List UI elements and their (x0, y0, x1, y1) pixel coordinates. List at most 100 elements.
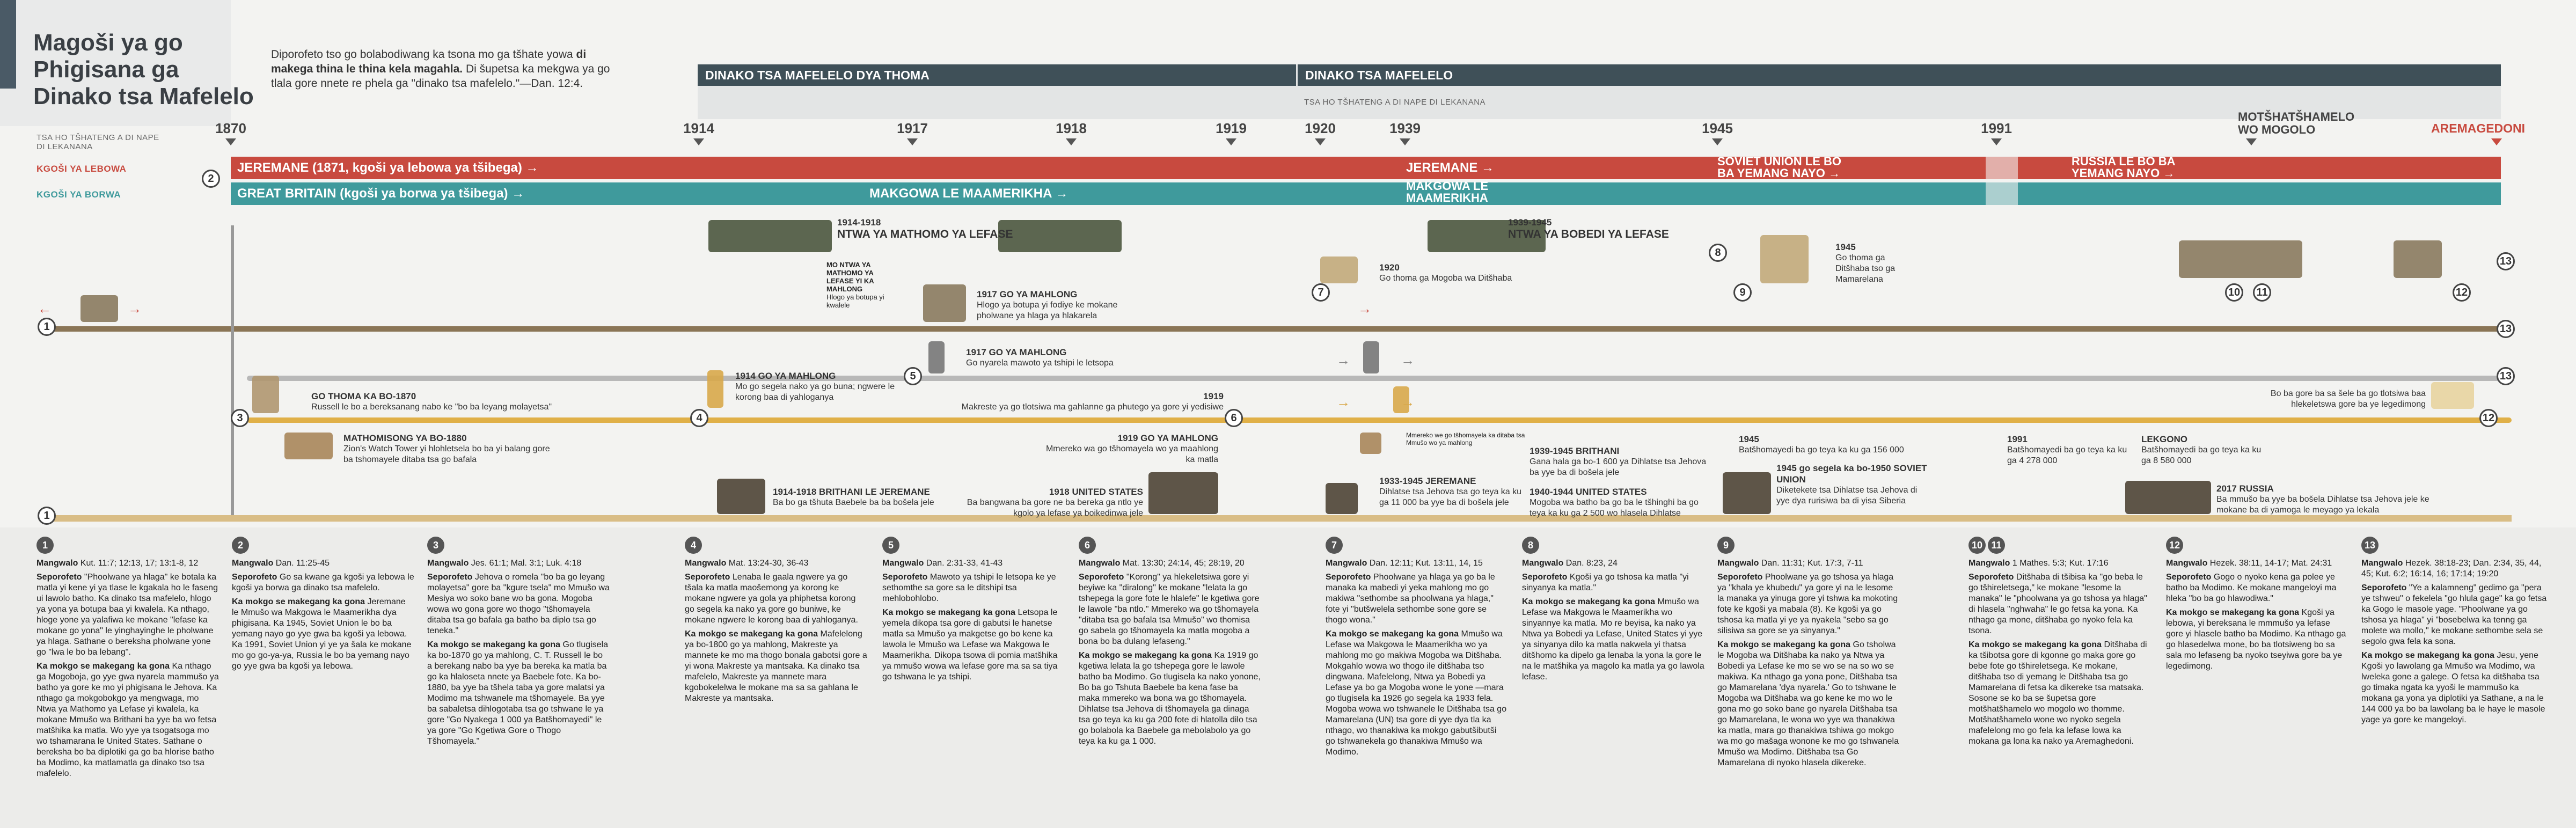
great-tribulation-label: MOTŠHATŠHAMELO WO MOGOLO (2238, 110, 2355, 136)
year-1919: 1919 (1216, 120, 1247, 136)
period-early-end-times: DINAKO TSA MAFELELO DYA THOMA (698, 64, 1296, 86)
arrow-right-icon: → (1336, 394, 1350, 410)
feet-illustration (928, 341, 945, 373)
arrow-right-icon: → (1401, 394, 1415, 410)
marker-12: 12 (2453, 283, 2471, 302)
title-accent-bar (0, 0, 16, 89)
marker-10: 10 (2225, 283, 2243, 302)
king-north-band (231, 157, 2501, 179)
col-number: 3 (427, 537, 444, 554)
prison-illustration (717, 479, 765, 514)
column-2: 2 Mangwalo Dan. 11:25-45 Seporofeto Go s… (232, 537, 414, 675)
year-1939: 1939 (1389, 120, 1421, 136)
year-tick (1991, 138, 2002, 145)
band-red-segment: RUSSIA LE BO BA YEMANG NAYO → (2072, 155, 2175, 180)
note-kingdom-preaching: Mmereko we go tšhomayela ka ditaba tsa M… (1406, 431, 1525, 446)
col-number: 9 (1717, 537, 1735, 554)
timeline-track-base (43, 515, 2512, 522)
timeline-track-beast (43, 326, 2512, 332)
intro-text: Diporofeto tso go bolabodiwang ka tsona … (271, 48, 610, 90)
armageddon-label: AREMAGEDONI (2431, 121, 2526, 135)
band-red-segment: SOVIET UNION LE BO BA YEMANG NAYO → (1717, 155, 1842, 180)
crowd-illustration (2179, 240, 2302, 278)
note-publishers-1945: 1945 Batšhomayedi ba go teya ka ku ga 15… (1739, 434, 1904, 455)
note-germany-1933: 1933-1945 JEREMANE Dihlatse tsa Jehova t… (1379, 476, 1522, 507)
wheat-illustration (707, 370, 723, 408)
marker-2: 2 (202, 170, 220, 188)
magazine-illustration (284, 433, 333, 459)
arrow-right-icon: → (128, 301, 142, 317)
note-wheat-weeds: 1914 GO YA MAHLONG Mo go segela nako ya … (735, 371, 895, 402)
column-6: 6 Mangwalo Mat. 13:30; 24:14, 45; 28:19,… (1079, 537, 1261, 750)
page-title: Magoši ya go Phigisana ga Dinako tsa Maf… (33, 30, 254, 109)
war-illustration (1428, 220, 1546, 252)
note-russia-2017: 2017 RUSSIA Ba mmušo ba yye ba bošela Di… (2216, 483, 2429, 515)
year-tick (1066, 138, 1077, 145)
column-8: 8 Mangwalo Dan. 8:23, 24 Seporofeto Kgoš… (1522, 537, 1704, 686)
war-illustration (708, 220, 832, 252)
prisoners-illustration (1326, 483, 1358, 514)
building-illustration (1760, 235, 1809, 283)
building-illustration (1320, 257, 1358, 283)
band-teal-segment: MAKGOWA LE MAAMERIKHA → (869, 186, 1069, 201)
wheat-illustration (1393, 386, 1409, 413)
crowd-illustration (2125, 481, 2211, 514)
crowd-illustration (2394, 240, 2442, 278)
marker-1: 1 (38, 318, 56, 336)
marker-6: 6 (1225, 409, 1243, 427)
year-1991: 1991 (1981, 120, 2012, 136)
note-publishers-1991: 1991 Batšhomayedi ba go teya ka ku ga 4 … (2007, 434, 2127, 465)
band-break (1986, 157, 2018, 205)
feet-illustration (1363, 341, 1379, 373)
marker-7: 7 (1312, 283, 1330, 302)
note-feet: 1917 GO YA MAHLONG Go nyarela mawoto ya … (966, 347, 1114, 368)
marker-3: 3 (231, 409, 249, 427)
timeline-track-message (247, 417, 2512, 423)
train-illustration (1723, 472, 1771, 514)
marker-13: 13 (2497, 320, 2515, 338)
year-tick (693, 138, 704, 145)
note-ww2: 1939-1945 NTWA YA BOBEDI YA LEFASE (1508, 217, 1669, 240)
note-league-of-nations: 1920 Go thoma ga Mogoba wa Ditšhaba (1379, 262, 1512, 283)
year-1870: 1870 (215, 120, 246, 136)
col-number: 6 (1079, 537, 1096, 554)
arrow-left-icon: ← (38, 301, 52, 317)
cloud-illustration (2431, 382, 2474, 409)
year-tick (1400, 138, 1410, 145)
note-britain-1939: 1939-1945 BRITHANI Gana hala ga bo-1 600… (1529, 446, 1707, 477)
column-3: 3 Mangwalo Jes. 61:1; Mal. 3:1; Luk. 4:1… (427, 537, 610, 750)
year-1920: 1920 (1305, 120, 1336, 136)
arrow-right-icon: → (1336, 352, 1350, 368)
beast-illustration (80, 295, 118, 322)
note-un: 1945 Go thoma ga Ditšhaba tso ga Mamarel… (1835, 242, 1896, 284)
col-number: 10 (1968, 537, 1986, 554)
beast-illustration (923, 284, 966, 322)
note-soviet-exile: 1945 go segela ka bo-1950 SOVIET UNION D… (1776, 463, 1927, 505)
note-head-healed: 1917 GO YA MAHLONG Hlogo ya botupa yi fo… (977, 289, 1118, 320)
note-britain-germany: 1914-1918 BRITHANI LE JEREMANE Ba bo ga … (773, 487, 934, 507)
year-tick (1712, 138, 1723, 145)
period-subhead: TSA HO TŠHATENG A DI NAPE DI LEKANANA (1304, 98, 1486, 107)
marker-8: 8 (1709, 244, 1727, 262)
war-illustration (998, 220, 1122, 252)
magazine-illustration (1360, 433, 1381, 454)
col-number: 7 (1326, 537, 1343, 554)
marker-4: 4 (690, 409, 708, 427)
column-10-11: 10 11 Mangwalo 1 Mathes. 5:3; Kut. 17:16… (1968, 537, 2151, 750)
note-us-1918: 1918 UNITED STATES Ba bangwana ba gore n… (967, 487, 1143, 518)
note-us-1940: 1940-1944 UNITED STATES Mogoba wa batho … (1529, 487, 1699, 518)
band-red-segment: JEREMANE (1871, kgoši ya lebowa ya tšibe… (237, 160, 539, 175)
russell-illustration (252, 376, 279, 413)
band-red-segment: JEREMANE → (1406, 160, 1495, 175)
column-9: 9 Mangwalo Dan. 11:31; Kut. 17:3, 7-11 S… (1717, 537, 1900, 772)
note-head-wound: MO NTWA YA MATHOMO YA LEFASE YI KA MAHLO… (826, 261, 884, 309)
year-tick (1315, 138, 1326, 145)
king-south-label: KGOŠI YA BORWA (36, 189, 121, 200)
note-russell: GO THOMA KA BO-1870 Russell le bo a bere… (311, 391, 552, 412)
marker-1: 1 (38, 507, 56, 525)
king-south-band (231, 182, 2501, 205)
column-7: 7 Mangwalo Dan. 12:11; Kut. 13:11, 14, 1… (1326, 537, 1508, 761)
band-teal-segment: GREAT BRITAIN (kgoši ya borwa ya tšibega… (237, 186, 525, 201)
king-north-label: KGOŠI YA LEBOWA (36, 164, 127, 174)
arrow-right-icon: → (1358, 301, 1372, 317)
